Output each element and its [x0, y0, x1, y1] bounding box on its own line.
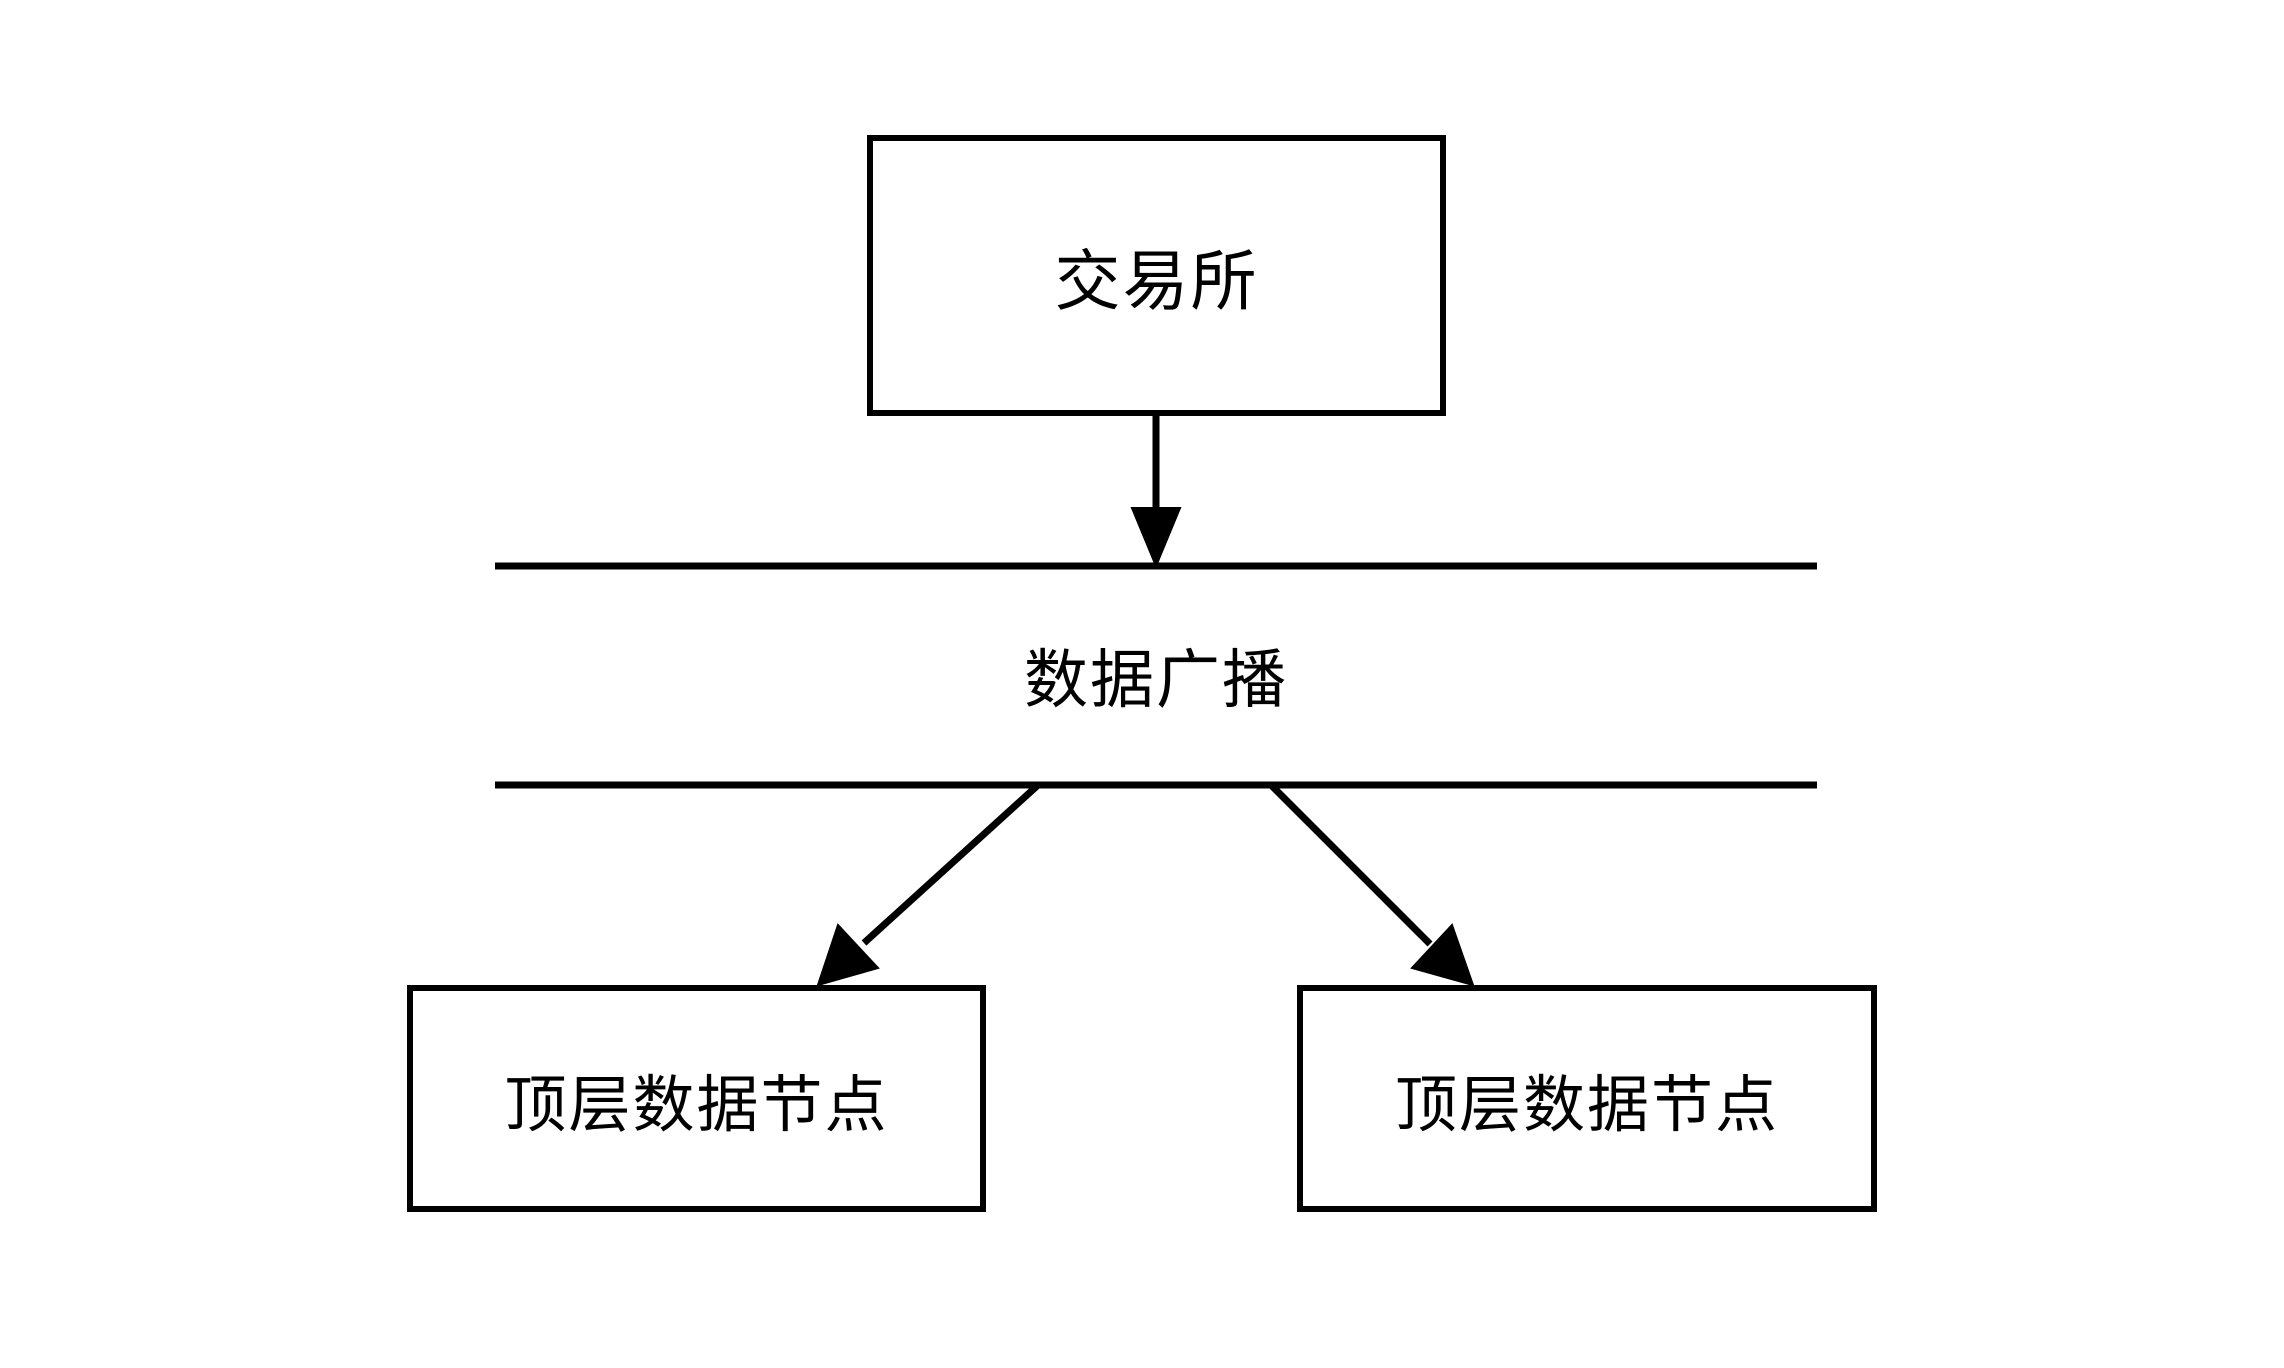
broadcast-bus[interactable] — [495, 562, 1817, 789]
edge-bus-to-node-right-arrowhead — [1410, 923, 1475, 987]
data-node-left-box[interactable] — [407, 985, 986, 1212]
data-node-right-box[interactable] — [1297, 985, 1877, 1212]
edge-bus-to-node-right-line — [1269, 783, 1433, 947]
edge-bus-to-node-right — [1269, 783, 1475, 987]
exchange-node-box[interactable] — [867, 135, 1446, 416]
edge-bus-to-node-left-arrowhead — [816, 923, 880, 987]
edge-exchange-to-bus-arrowhead — [1130, 507, 1182, 569]
edge-bus-to-node-left-line — [861, 783, 1040, 946]
edge-exchange-to-bus — [1130, 413, 1182, 569]
edge-bus-to-node-left — [816, 783, 1040, 987]
